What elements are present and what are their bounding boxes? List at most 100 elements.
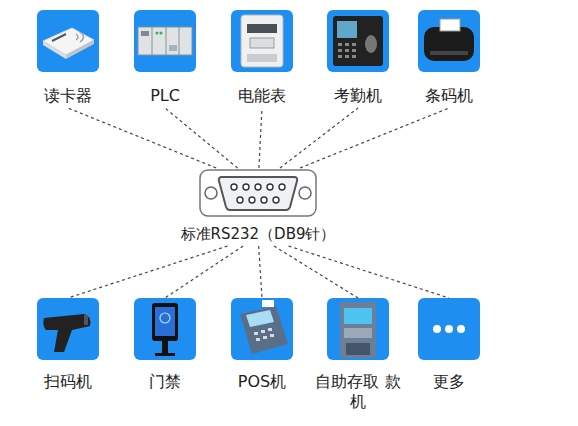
- plc-icon-part: [169, 45, 177, 51]
- db9-connector-part-part: [249, 197, 255, 203]
- attendance-machine-icon-part-part: [345, 43, 349, 46]
- barcode-printer-icon-part: [424, 27, 474, 61]
- dashed-connector: [165, 246, 243, 298]
- access-control-icon-part: [155, 353, 175, 356]
- db9-connector-part-part: [267, 184, 273, 190]
- node-label: 门禁: [120, 372, 210, 392]
- attendance-machine-icon-part: [337, 21, 357, 38]
- access-control-icon-part: [152, 303, 178, 341]
- device-node: 读卡器: [23, 10, 113, 108]
- dashed-connector: [274, 246, 358, 298]
- device-node: 更多: [404, 298, 494, 394]
- dashed-connector: [68, 246, 228, 298]
- attendance-machine-icon: [327, 10, 389, 72]
- barcode-printer-icon-part: [418, 10, 480, 72]
- pos-terminal-icon-part: [262, 300, 274, 307]
- attendance-machine-icon-part-part: [338, 55, 342, 58]
- attendance-machine-icon-part-part: [345, 49, 349, 52]
- barcode-printer-icon-part: [440, 19, 460, 31]
- more-icon-part: [418, 298, 480, 360]
- atm-icon-part: [344, 328, 372, 338]
- scanner-icon-part: [37, 298, 99, 360]
- card-reader-icon-part: [52, 34, 66, 41]
- plc-icon-part: [160, 32, 163, 35]
- more-icon-part: [445, 325, 453, 333]
- dashed-connector: [68, 108, 216, 168]
- plc-icon-part: [156, 32, 159, 35]
- atm-icon-part: [344, 308, 372, 324]
- energy-meter-icon-part: [247, 24, 277, 33]
- node-label: 读卡器: [23, 86, 113, 106]
- db9-connector-part: [200, 170, 316, 216]
- node-label: 自助存取 款机: [313, 372, 403, 412]
- attendance-machine-icon-part-part: [338, 43, 342, 46]
- card-reader-icon-part: [43, 28, 94, 55]
- device-node: PLC: [120, 10, 210, 108]
- device-node: 自助存取 款机: [313, 298, 403, 414]
- dashed-connector: [280, 108, 358, 168]
- card-reader-icon-part: [37, 10, 99, 72]
- dashed-connector: [300, 108, 449, 168]
- pos-terminal-icon-part: [254, 328, 274, 341]
- access-control-icon-part: [134, 298, 196, 360]
- device-node: 电能表: [217, 10, 307, 108]
- db9-connector-part-part: [273, 197, 279, 203]
- connector-node: 标准RS232（DB9针）: [168, 168, 348, 246]
- node-label: 电能表: [217, 86, 307, 106]
- card-reader-icon-part: [76, 32, 84, 42]
- card-reader-icon: [37, 10, 99, 72]
- attendance-machine-icon-part-part: [352, 55, 356, 58]
- energy-meter-icon: [231, 10, 293, 72]
- db9-connector-part: [219, 177, 297, 210]
- plc-icon: [134, 10, 196, 72]
- plc-icon-part: [141, 31, 149, 36]
- pos-terminal-icon-part-part: [254, 332, 258, 335]
- node-label: PLC: [120, 86, 210, 106]
- access-control-icon-part: [160, 313, 170, 323]
- db9-connector-part-part: [279, 184, 285, 190]
- scanner-icon-part: [43, 314, 90, 352]
- more-icon: [418, 298, 480, 360]
- node-label: 标准RS232（DB9针）: [168, 224, 348, 244]
- access-control-icon: [134, 298, 196, 360]
- pos-terminal-icon-part: [246, 310, 274, 327]
- node-label: POS机: [217, 372, 307, 392]
- energy-meter-icon-part: [250, 38, 274, 48]
- atm-icon: [327, 298, 389, 360]
- energy-meter-icon-part: [231, 10, 293, 72]
- dashed-connector: [289, 246, 449, 298]
- db9-connector-part-part: [255, 184, 261, 190]
- node-label: 考勤机: [313, 86, 403, 106]
- db9-connector-part-part: [231, 184, 237, 190]
- node-label: 更多: [404, 372, 494, 392]
- device-node: POS机: [217, 298, 307, 394]
- plc-icon-part: [138, 27, 192, 55]
- plc-icon-part: [166, 27, 167, 55]
- atm-icon-part: [340, 302, 376, 358]
- energy-meter-icon-part: [247, 54, 277, 62]
- db9-connector-part-part: [243, 184, 249, 190]
- device-node: 扫码机: [23, 298, 113, 394]
- attendance-machine-icon-part: [333, 16, 383, 66]
- dashed-connector: [259, 108, 262, 168]
- more-icon-part: [457, 325, 465, 333]
- attendance-machine-icon-part-part: [352, 43, 356, 46]
- dashed-connector: [165, 108, 238, 168]
- atm-icon-part: [327, 298, 389, 360]
- node-label: 扫码机: [23, 372, 113, 392]
- db9-connector-part: [231, 184, 285, 203]
- energy-meter-icon-part: [241, 15, 283, 67]
- access-control-icon-part: [155, 307, 175, 336]
- pos-terminal-icon-part: [240, 306, 288, 354]
- pos-terminal-icon-part-part: [256, 338, 260, 341]
- plc-icon-part: [179, 27, 180, 55]
- db9-connector-part: [299, 187, 311, 199]
- plc-icon-part: [152, 27, 153, 55]
- pos-terminal-icon-part: [231, 298, 293, 360]
- db9-connector-part-part: [261, 197, 267, 203]
- plc-icon-part: [134, 10, 196, 72]
- attendance-machine-icon-part: [327, 10, 389, 72]
- attendance-machine-icon-part: [365, 35, 377, 53]
